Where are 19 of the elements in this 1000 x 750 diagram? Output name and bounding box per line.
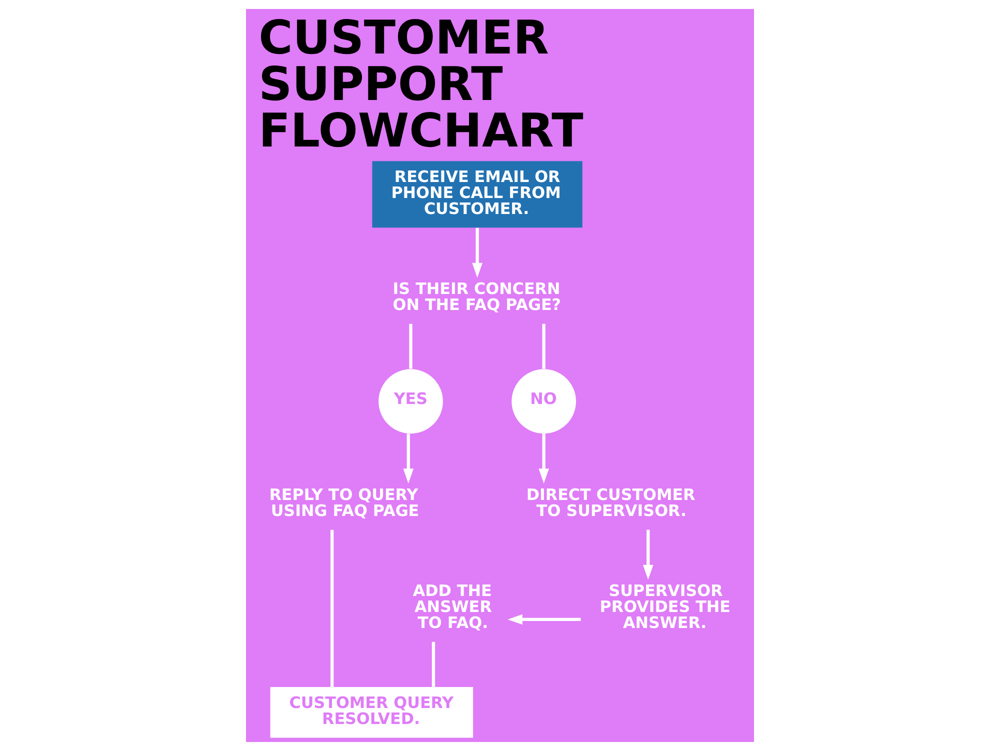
arrow (403, 433, 414, 483)
connector (432, 641, 436, 686)
node-text: ADD THE ANSWER TO FAQ. (412, 580, 492, 632)
connector (542, 323, 546, 368)
arrow (642, 529, 654, 580)
node-text: REPLY TO QUERY USING FAQ PAGE (269, 484, 420, 520)
node-circle: YES (378, 368, 443, 434)
node-circle: NO (512, 368, 576, 434)
connector (409, 323, 412, 368)
connector (330, 529, 334, 686)
arrow (472, 227, 482, 278)
node-box: RECEIVE EMAIL OR PHONE CALL FROM CUSTOMER. (372, 160, 582, 228)
node-text: IS THEIR CONCERN ON THE FAQ PAGE? (392, 278, 561, 314)
node-text: DIRECT CUSTOMER TO SUPERVISOR. (526, 484, 696, 520)
arrow (508, 614, 581, 624)
arrow (538, 433, 550, 483)
diagram-title: CUSTOMER SUPPORT FLOWCHART (258, 10, 584, 158)
node-text: SUPERVISOR PROVIDES THE ANSWER. (600, 580, 730, 632)
node-box: CUSTOMER QUERY RESOLVED. (270, 686, 474, 738)
